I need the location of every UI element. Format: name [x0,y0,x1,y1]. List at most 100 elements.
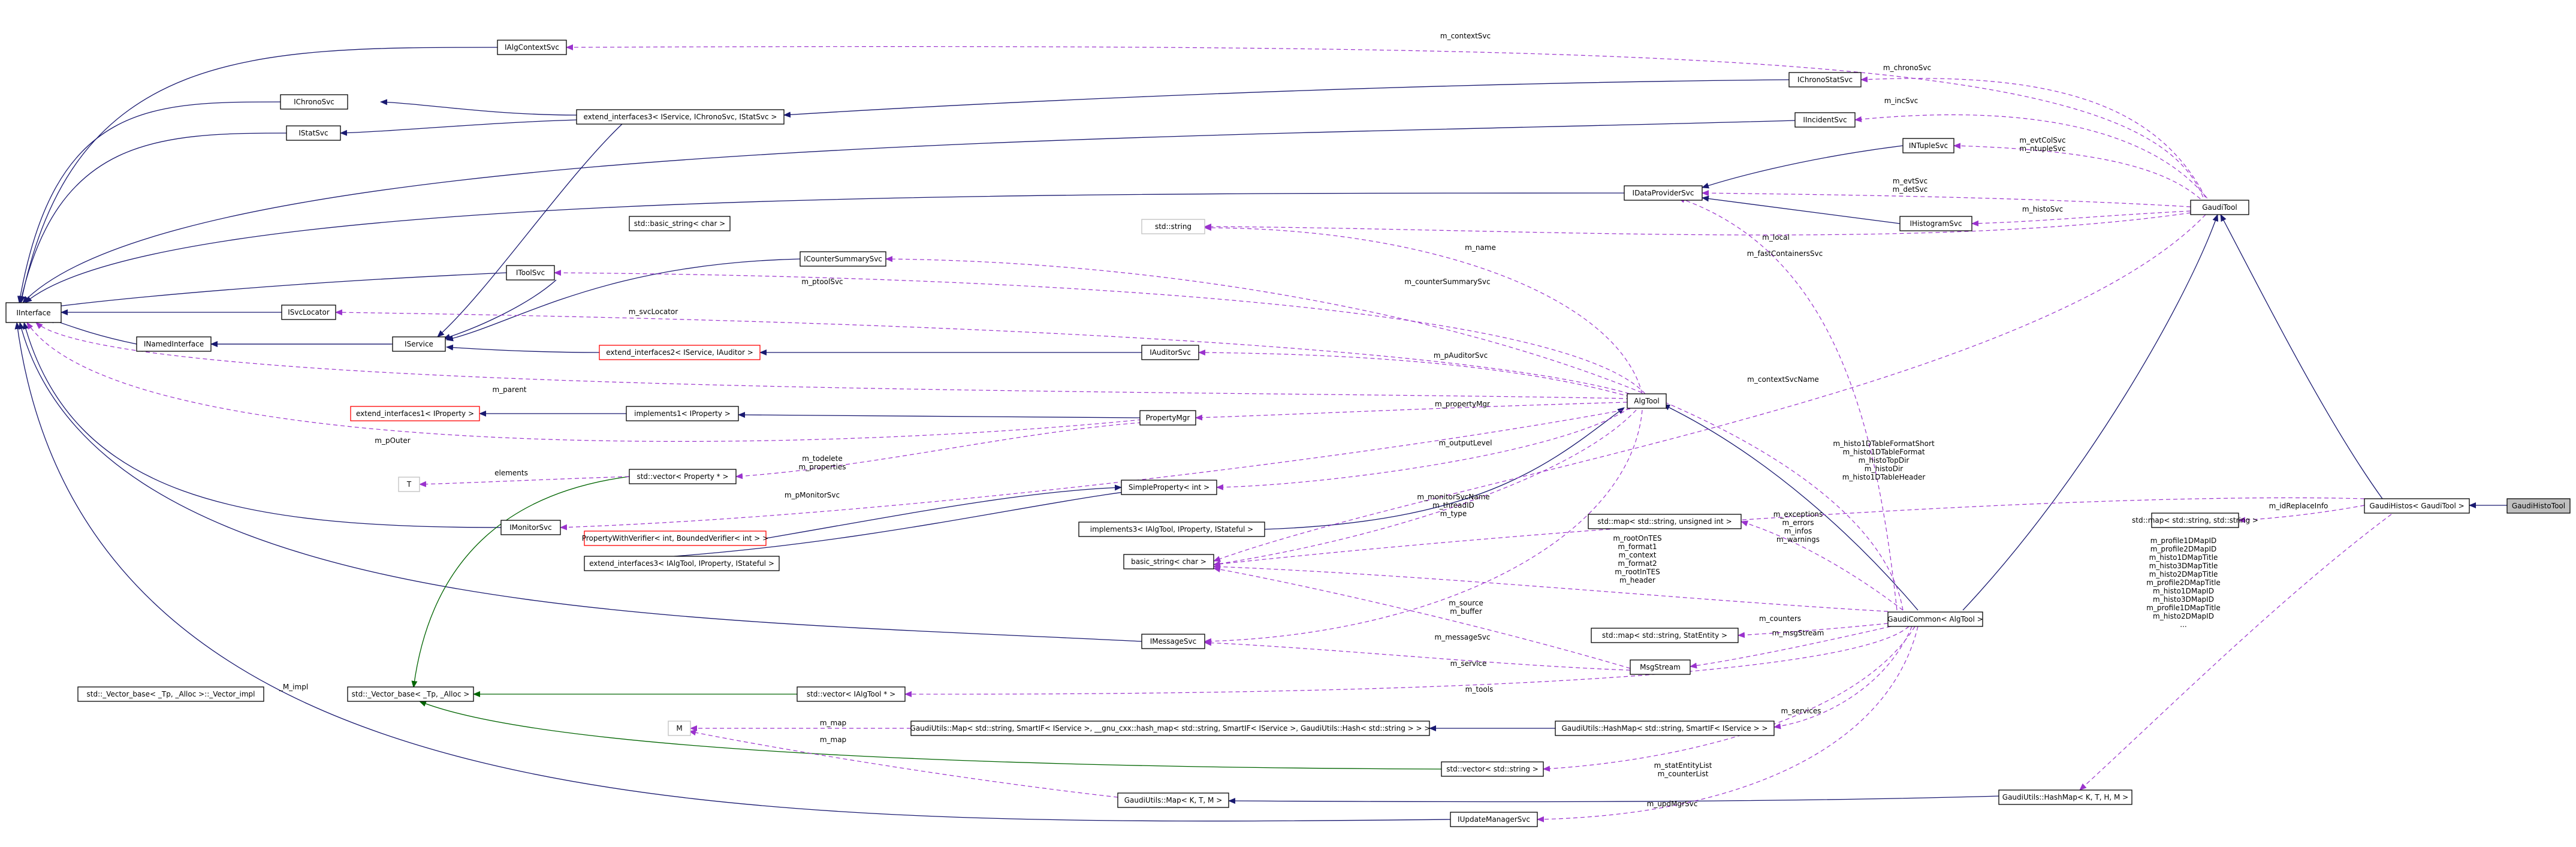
node-gaudiutils-hashmap-smartif[interactable]: GaudiUtils::HashMap< std::string, SmartI… [1555,721,1775,736]
node-label: GaudiTool [2202,203,2237,212]
edge-icountersummarysvc-iservice [446,258,801,342]
label-m-services: m_services [1781,707,1821,715]
node-iauditorsvc[interactable]: IAuditorSvc [1141,345,1199,360]
edge-gauditool-ialgcontextsvc [566,44,2206,204]
node-extend-property[interactable]: extend_interfaces1< IProperty > [350,406,480,421]
edge-ichronostatsvc-extend-chrono [783,79,1790,118]
edge-vector-property-vectorbase [411,476,630,688]
node-intuplesvc[interactable]: INTupleSvc [1902,138,1954,153]
edge-algtool-isvclocator [335,309,1637,396]
node-extend-chrono[interactable]: extend_interfaces3< IService, IChronoSvc… [576,109,785,125]
node-simpleproperty[interactable]: SimpleProperty< int > [1121,480,1217,495]
node-label: IToolSvc [516,269,545,277]
node-ialgcontextsvc[interactable]: IAlgContextSvc [497,40,567,55]
node-label: GaudiUtils::Map< K, T, M > [1124,796,1223,804]
node-basic-string-char[interactable]: basic_string< char > [1123,554,1214,569]
node-propertymgr[interactable]: PropertyMgr [1139,410,1196,426]
node-istatsvc[interactable]: IStatSvc [286,125,341,141]
node-implements1[interactable]: implements1< IProperty > [626,406,739,421]
node-vector-property[interactable]: std::vector< Property * > [629,469,737,484]
node-ichronostatsvc[interactable]: IChronoStatSvc [1788,72,1862,88]
edge-algtool-basic-string-char [1213,409,1637,567]
node-imessagesvc[interactable]: IMessageSvc [1141,634,1205,649]
node-map-string-statentity[interactable]: std::map< std::string, StatEntity > [1591,628,1739,643]
node-label: INamedInterface [144,340,204,348]
label-m-chronosvc: m_chronoSvc [1883,64,1931,72]
label-m-service: m_service [1450,659,1487,668]
edge-gaudiutils-map-ktm-m [689,730,1118,798]
node-ihistogramsvc[interactable]: IHistogramSvc [1899,216,1972,231]
node-vector-ialgtool[interactable]: std::vector< IAlgTool * > [797,686,906,702]
node-algtool[interactable]: AlgTool [1627,393,1667,409]
node-gaudihistotool[interactable]: GaudiHistoTool [2506,498,2571,514]
node-iincidentsvc[interactable]: IIncidentSvc [1794,112,1856,128]
node-map-string-uint[interactable]: std::map< std::string, unsigned int > [1588,514,1742,529]
node-iinterface[interactable]: IInterface [5,302,62,323]
edge-gaudicommon-map-string-uint [1741,520,1904,611]
node-inamedinterface[interactable]: INamedInterface [136,336,212,352]
node-m[interactable]: M [668,721,691,736]
edge-propwithverifier-simpleproperty [765,484,1122,539]
edge-gaudicommon-iupdatemanagersvc [1537,626,1919,822]
edge-gaudicommon-vector-string [1543,626,1916,772]
node-gaudiutils-hashmap-kthm[interactable]: GaudiUtils::HashMap< K, T, H, M > [1998,789,2132,805]
node-label: extend_interfaces1< IProperty > [356,409,474,418]
edge-itoolsvc-iinterface [43,272,507,311]
label-m-name: m_name [1465,243,1496,252]
node-label: GaudiUtils::Map< std::string, SmartIF< I… [910,724,1431,733]
node-imonitorsvc[interactable]: IMonitorSvc [500,520,561,535]
node-map-string-string[interactable]: std::map< std::string, std::string > [2132,513,2258,528]
node-gaudiutils-map-smartif[interactable]: GaudiUtils::Map< std::string, SmartIF< I… [910,721,1431,736]
node-label: IStatSvc [298,129,328,137]
node-gaudiutils-map-ktm[interactable]: GaudiUtils::Map< K, T, M > [1117,792,1229,808]
node-vector-impl[interactable]: std::_Vector_base< _Tp, _Alloc >::_Vecto… [77,686,264,702]
label-m-contextsvc: m_contextSvc [1440,32,1491,40]
edge-algtool-propertymgr [1195,402,1628,421]
node-vector-base[interactable]: std::_Vector_base< _Tp, _Alloc > [347,686,474,702]
node-label: IAuditorSvc [1150,348,1191,357]
label-m-updmgrsvc: m_updMgrSvc [1647,800,1698,808]
node-extend-auditor[interactable]: extend_interfaces2< IService, IAuditor > [599,345,761,360]
node-vector-string[interactable]: std::vector< std::string > [1441,761,1544,777]
node-label: std::vector< std::string > [1446,765,1539,773]
edge-gauditool-basic-string-char [1213,214,2206,562]
node-isvclocator[interactable]: ISvcLocator [281,305,336,320]
edge-imonitorsvc-iinterface [23,322,502,528]
edge-gaudiutils-hashmap-kthm-map-ktm [1228,795,1999,804]
node-basic-string-decl[interactable]: std::basic_string< char > [629,216,731,231]
node-msgstream[interactable]: MsgStream [1630,659,1691,675]
node-itoolsvc[interactable]: IToolSvc [506,265,555,281]
node-iupdatemanagersvc[interactable]: IUpdateManagerSvc [1450,812,1538,827]
edge-gauditool-intuplesvc [1953,143,2206,204]
node-std-string[interactable]: std::string [1141,219,1205,234]
edge-extend-chrono-iservice [437,122,624,337]
edge-gaudihistos-basic-string-char [1213,497,2365,567]
edge-gaudicommon-map-string-statentity [1738,623,1889,638]
node-ichronosvc[interactable]: IChronoSvc [280,94,348,110]
edge-extend-auditor-iservice [446,344,600,353]
node-iservice[interactable]: IService [392,336,446,352]
node-implements3[interactable]: implements3< IAlgTool, IProperty, IState… [1078,522,1265,537]
node-gaudihistos[interactable]: GaudiHistos< GaudiTool > [2364,498,2470,514]
node-t[interactable]: T [398,477,420,492]
label-m-histosvc: m_histoSvc [2022,205,2063,213]
edge-istatsvc-iinterface [19,132,287,303]
node-propwithverifier[interactable]: PropertyWithVerifier< int, BoundedVerifi… [582,530,768,546]
node-gauditool[interactable]: GaudiTool [2190,200,2249,215]
label-m-contextsvcname: m_contextSvcName [1747,375,1819,384]
node-label: AlgTool [1634,397,1659,405]
node-extend-stateful[interactable]: extend_interfaces3< IAlgTool, IProperty,… [584,556,780,571]
label-m-incsvc: m_incSvc [1884,97,1919,105]
node-label: GaudiHistoTool [2512,502,2565,510]
node-label: IUpdateManagerSvc [1458,815,1530,824]
label-m-messagesvc: m_messageSvc [1435,633,1491,641]
node-gaudicommon[interactable]: GaudiCommon< AlgTool > [1887,611,1983,627]
edge-algtool-imessagesvc [1204,409,1643,644]
node-idataprovidersvc[interactable]: IDataProviderSvc [1624,185,1703,201]
node-icountersummarysvc[interactable]: ICounterSummarySvc [800,251,886,267]
node-label: IDataProviderSvc [1633,189,1694,197]
